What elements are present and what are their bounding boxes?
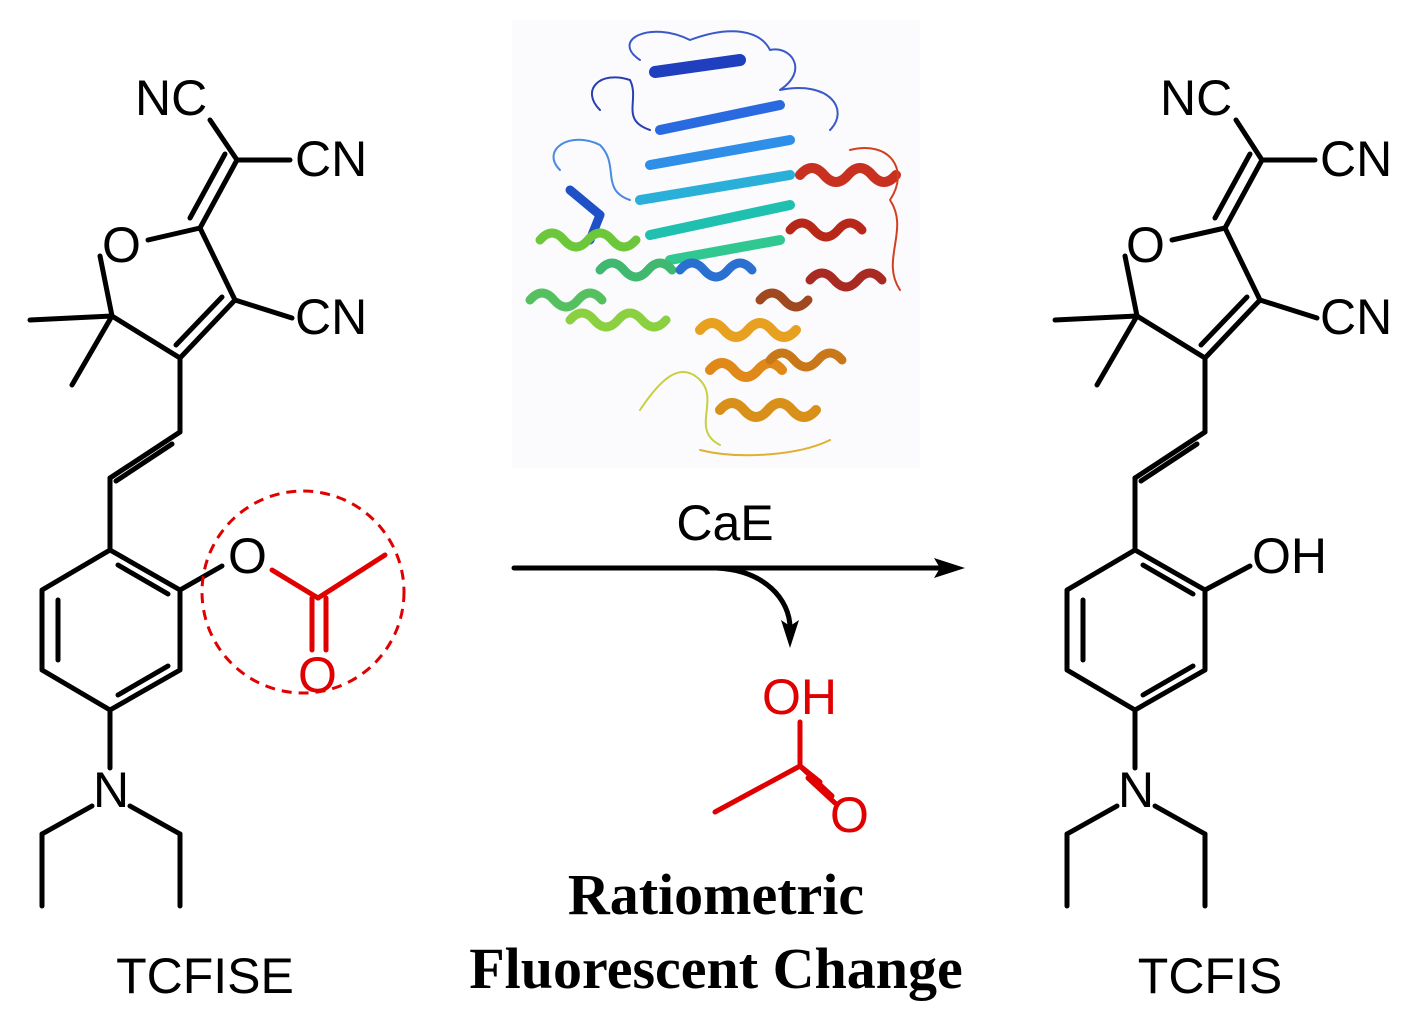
reaction-arrow	[511, 558, 965, 648]
atom-n-amine: N	[1118, 762, 1154, 818]
enzyme-label: CaE	[676, 495, 773, 551]
highlight-circle	[200, 489, 406, 695]
atom-oh: OH	[1252, 528, 1327, 584]
result-line-2: Fluorescent Change	[469, 936, 963, 1001]
atom-cn-top: CN	[295, 131, 367, 187]
atom-cn-mid: CN	[295, 289, 367, 345]
atom-o-ring: O	[102, 217, 141, 273]
atom-o-ester: O	[228, 528, 267, 584]
curved-arrow-head-icon	[781, 620, 799, 648]
atom-cn-mid: CN	[1320, 289, 1392, 345]
atom-n-amine: N	[93, 762, 129, 818]
byproduct-acetic-acid: OH O	[712, 669, 869, 843]
molecule-tcfise: NC CN O CN O O N TCFISE	[27, 70, 406, 1004]
atom-o-carbonyl: O	[298, 647, 337, 703]
atom-o: O	[830, 787, 869, 843]
atom-nc: NC	[1160, 70, 1232, 126]
arrow-head-icon	[934, 558, 965, 578]
atom-cn-top: CN	[1320, 131, 1392, 187]
molecule-tcfis: NC CN O CN OH N TCFIS	[1052, 70, 1392, 1004]
result-line-1: Ratiometric	[568, 862, 864, 927]
protein-structure-icon	[512, 20, 920, 468]
molecule-label-tcfis: TCFIS	[1138, 948, 1282, 1004]
atom-o-ring: O	[1126, 217, 1165, 273]
molecule-label-tcfise: TCFISE	[116, 948, 294, 1004]
atom-nc: NC	[135, 70, 207, 126]
atom-oh: OH	[762, 669, 837, 725]
